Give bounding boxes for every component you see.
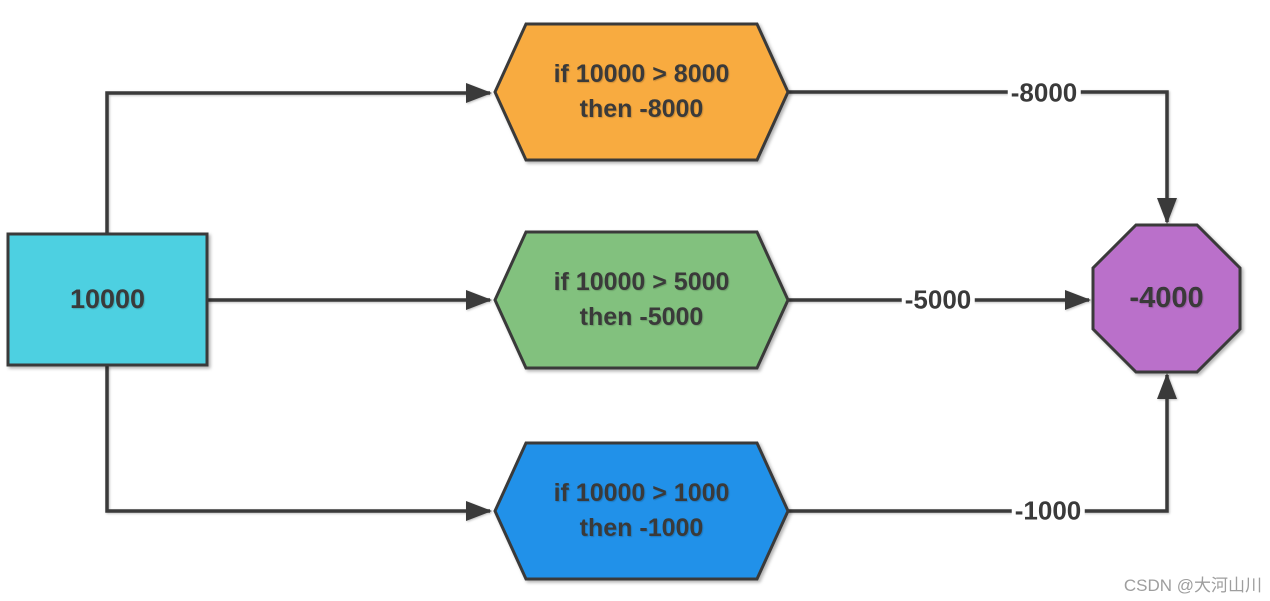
condition2-line2: then -5000 <box>579 303 704 331</box>
edge-label-minus-8000: -8000 <box>1007 77 1081 109</box>
edge-cond1-to-end <box>788 90 1177 224</box>
end-node-label: -4000 <box>1093 225 1240 372</box>
condition2-label: if 10000 > 5000 then -5000 <box>495 232 788 368</box>
condition3-hexagon-shape <box>493 441 790 581</box>
condition1-line1: if 10000 > 8000 <box>553 60 730 88</box>
condition2-line1: if 10000 > 5000 <box>553 268 730 296</box>
edge-cond3-to-end <box>788 373 1177 513</box>
condition1-line2: then -8000 <box>579 95 704 123</box>
end-node-octagon-shape <box>1091 223 1242 374</box>
condition1-hexagon-shape <box>493 22 790 162</box>
start-node-shape <box>6 232 209 367</box>
edge-start-to-cond3 <box>105 366 492 521</box>
edge-label-minus-1000: -1000 <box>1011 495 1085 527</box>
csdn-watermark: CSDN @大河山川 <box>1123 576 1262 595</box>
condition1-label: if 10000 > 8000 then -8000 <box>495 24 788 160</box>
end-node-value: -4000 <box>1129 282 1204 314</box>
condition3-line1: if 10000 > 1000 <box>553 479 730 507</box>
condition2-hexagon-shape <box>493 230 790 370</box>
edge-start-to-cond1 <box>105 83 492 234</box>
start-node-label: 10000 <box>8 234 207 365</box>
start-node-value: 10000 <box>69 284 146 314</box>
edge-label-minus-5000: -5000 <box>901 284 975 316</box>
condition3-label: if 10000 > 1000 then -1000 <box>495 443 788 579</box>
condition3-line2: then -1000 <box>579 514 704 542</box>
